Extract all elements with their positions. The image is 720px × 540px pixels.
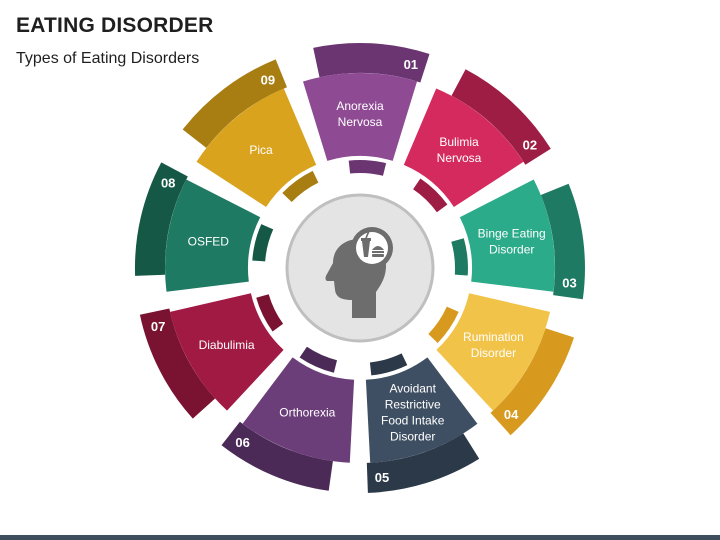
segment-05-inner-tab: [369, 353, 408, 376]
segment-08-inner-tab: [252, 224, 274, 262]
page-title: EATING DISORDER: [16, 14, 214, 37]
segment-07-inner-tab: [256, 294, 284, 332]
segment-06-label-line: Orthorexia: [279, 406, 335, 420]
segment-01-block: [303, 72, 417, 161]
segment-09-outer-band: [182, 59, 287, 148]
segment-06-block: [242, 357, 355, 463]
segment-04-label-line: Disorder: [471, 346, 516, 360]
segment-03-label-line: Disorder: [489, 242, 534, 256]
segment-07-number: 07: [151, 319, 165, 334]
segment-09-block: [196, 88, 317, 207]
segment-03-inner-tab: [451, 238, 468, 276]
segment-06-inner-tab: [299, 346, 337, 373]
segment-07-outer-band: [139, 308, 216, 419]
head-with-food-thought-icon: [325, 227, 393, 318]
segment-02-outer-band: [451, 69, 551, 165]
segment-03-block: [459, 179, 555, 292]
segment-08-label-line: OSFED: [188, 234, 230, 248]
segment-04-inner-tab: [428, 306, 459, 343]
segment-08-number: 08: [161, 176, 175, 191]
segment-05-label-line: Avoidant: [389, 382, 436, 396]
segment-05-block: [365, 357, 478, 463]
segment-04-label-line: Rumination: [463, 330, 524, 344]
segment-02-label-line: Bulimia: [439, 135, 479, 149]
bottom-accent-bar: [0, 535, 720, 540]
segment-05-outer-band: [366, 433, 480, 493]
segment-06: 06 Orthorexia: [221, 346, 355, 491]
segment-01-label-line: Nervosa: [338, 115, 383, 129]
segment-07-block: [170, 293, 284, 411]
segment-09-label-line: Pica: [249, 143, 273, 157]
segment-09-inner-tab: [282, 170, 319, 202]
segment-08-outer-band: [134, 162, 188, 276]
segment-06-number: 06: [235, 435, 249, 450]
segment-03-number: 03: [562, 276, 576, 291]
segment-04-number: 04: [504, 407, 519, 422]
segment-05-number: 05: [375, 470, 389, 485]
segment-01-outer-band: [313, 42, 430, 83]
segment-01-label-line: Anorexia: [336, 99, 384, 113]
segment-05-label-line: Restrictive: [385, 398, 441, 412]
segment-02-number: 02: [523, 138, 537, 153]
segment-01-inner-tab: [348, 160, 387, 176]
segment-03-label-line: Binge Eating: [478, 226, 546, 240]
segment-04-block: [436, 293, 550, 411]
segment-02-inner-tab: [413, 178, 448, 213]
segment-02-label-line: Nervosa: [437, 151, 482, 165]
segment-08-block: [165, 179, 261, 292]
segment-02-block: [403, 88, 524, 207]
segment-04-outer-band: [490, 328, 574, 436]
segment-09-number: 09: [261, 72, 275, 87]
segment-07-label-line: Diabulimia: [199, 338, 255, 352]
segment-03-outer-band: [540, 183, 585, 300]
segment-06-outer-band: [221, 421, 333, 491]
segment-05-label-line: Disorder: [390, 430, 435, 444]
page-subtitle: Types of Eating Disorders: [16, 50, 200, 67]
segment-05-label-line: Food Intake: [381, 414, 445, 428]
segment-01-number: 01: [404, 57, 418, 72]
